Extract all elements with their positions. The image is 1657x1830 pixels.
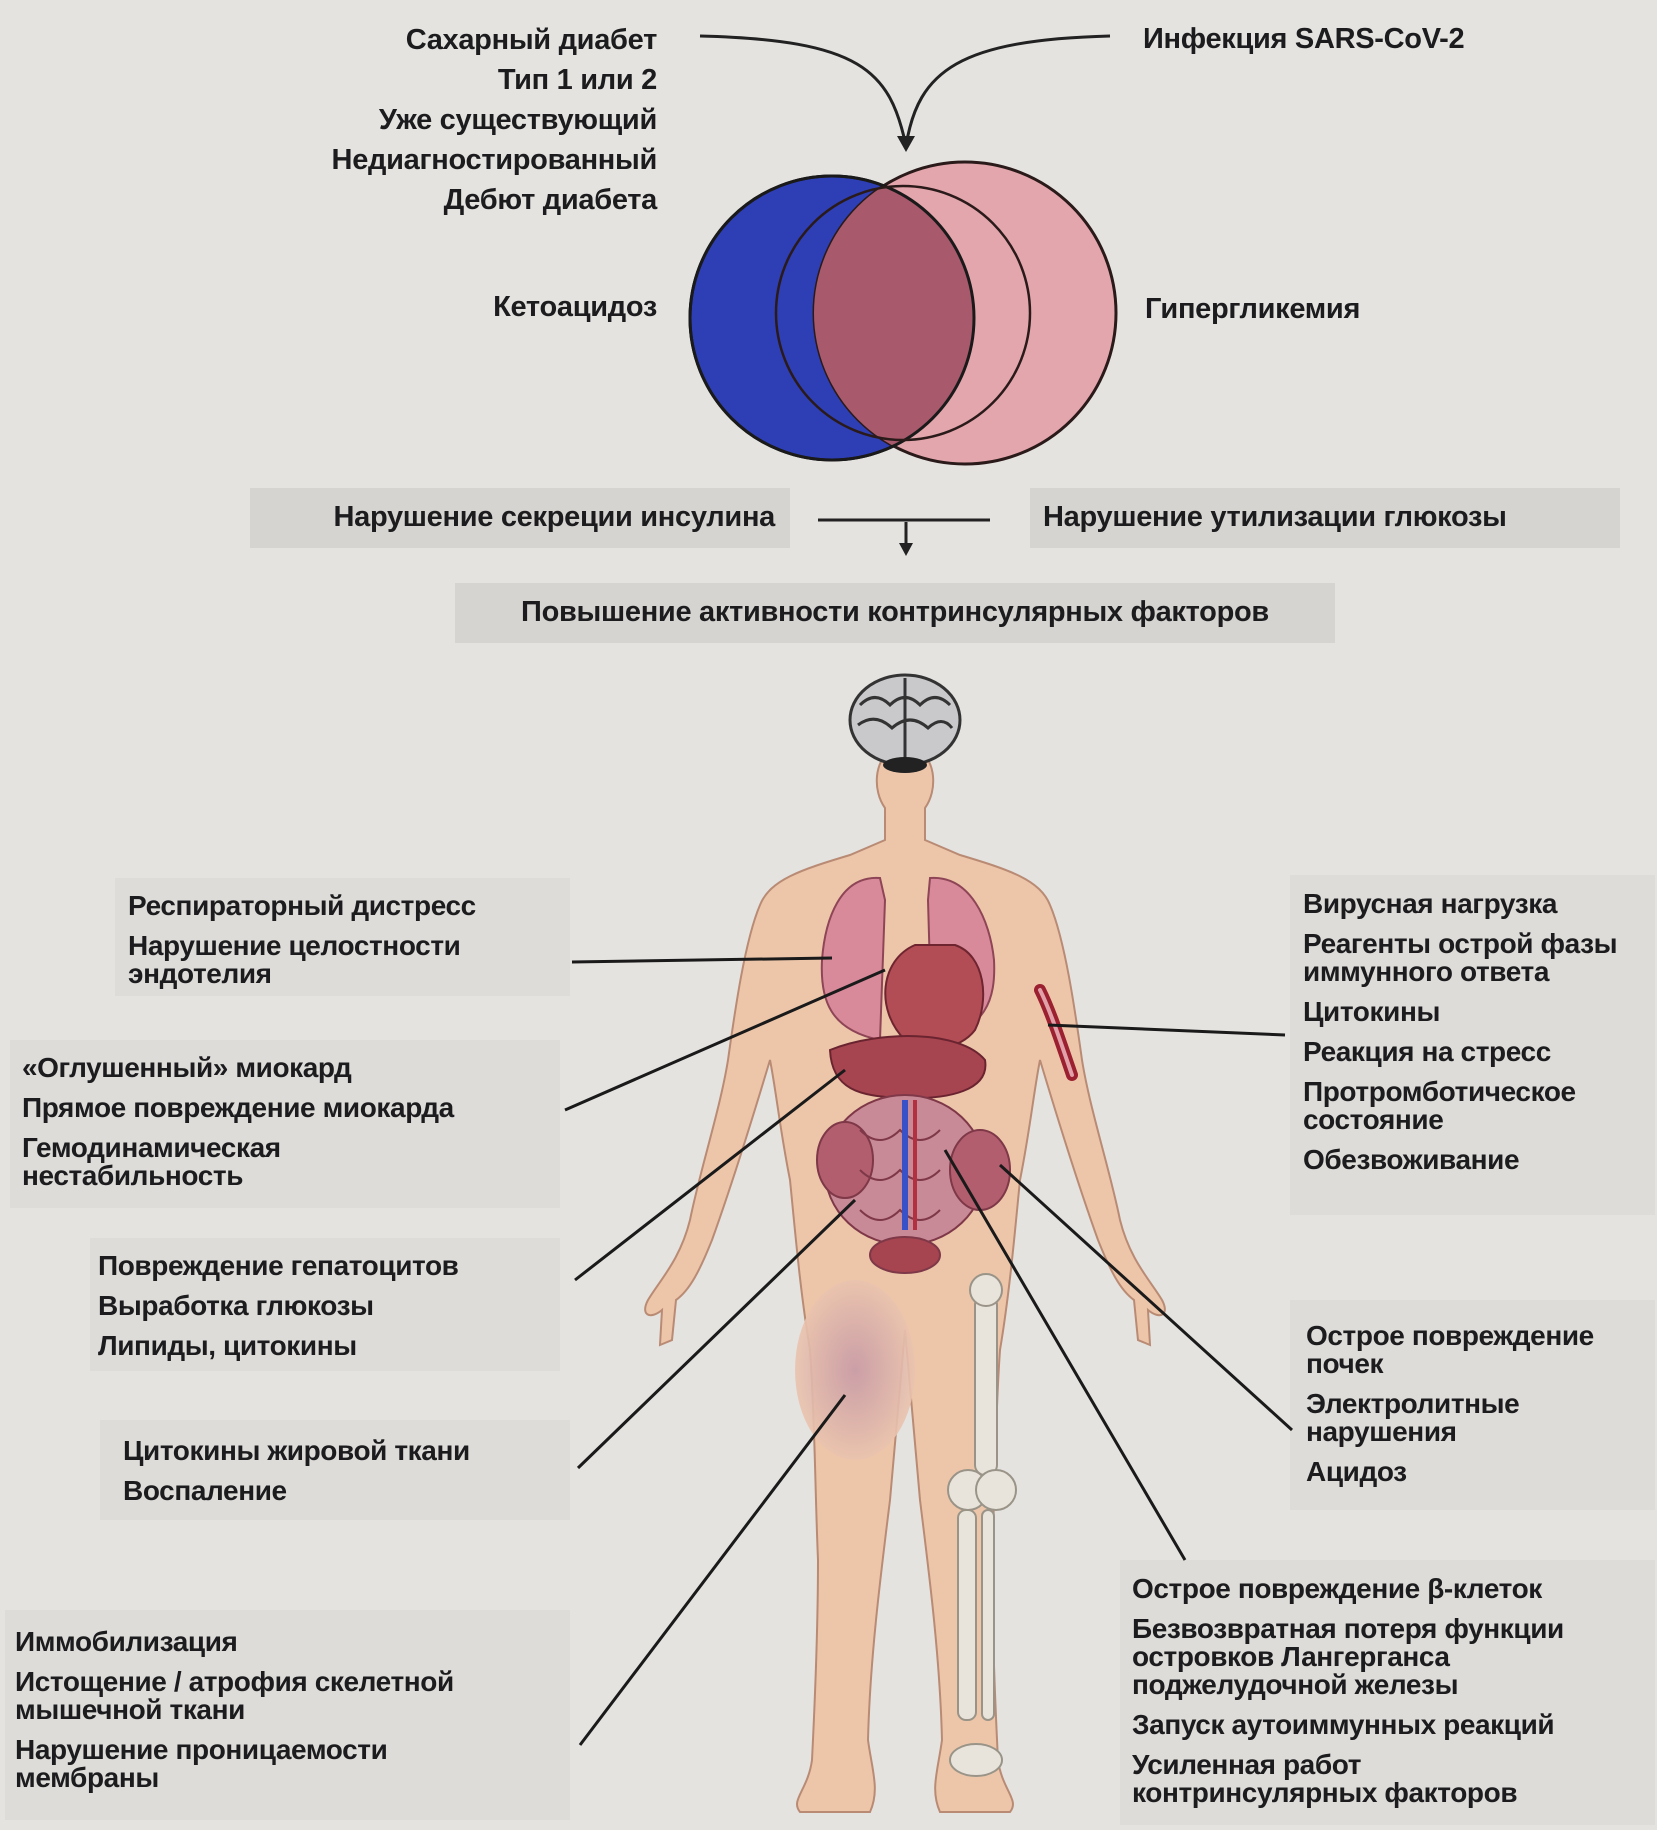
kidney-labels: Острое повреждение почек Электролитные н… xyxy=(1306,1322,1594,1498)
diabetes-label-block: Сахарный диабет Тип 1 или 2 Уже существу… xyxy=(332,20,657,220)
ketoacidosis-label: Кетоацидоз xyxy=(493,292,657,324)
kidney-label-3: Ацидоз xyxy=(1306,1458,1594,1486)
diabetes-onset: Дебют диабета xyxy=(332,180,657,220)
leader-kidney xyxy=(1000,1165,1292,1430)
glucose-utilization-label: Нарушение утилизации глюкозы xyxy=(1043,502,1507,534)
insulin-secretion-label: Нарушение секреции инсулина xyxy=(333,502,775,534)
down-arrowhead xyxy=(899,543,913,556)
liver-label-1: Повреждение гепатоцитов xyxy=(98,1252,458,1280)
blood-label-3: Цитокины xyxy=(1303,998,1617,1026)
liver-label-2: Выработка глюкозы xyxy=(98,1292,458,1320)
lungs-label-2: Нарушение целостности эндотелия xyxy=(128,932,476,988)
liver-label-3: Липиды, цитокины xyxy=(98,1332,458,1360)
pancreas-label-4: Усиленная работ контринсулярных факторов xyxy=(1132,1751,1564,1807)
diabetes-type: Тип 1 или 2 xyxy=(332,60,657,100)
adipose-labels: Цитокины жировой ткани Воспаление xyxy=(123,1437,470,1517)
muscle-label-1: Иммобилизация xyxy=(15,1628,454,1656)
hyperglycemia-label: Гипергликемия xyxy=(1145,294,1360,326)
heart-labels: «Оглушенный» миокард Прямое повреждение … xyxy=(22,1054,454,1202)
kidney-label-1: Острое повреждение почек xyxy=(1306,1322,1594,1378)
leader-muscle xyxy=(580,1395,845,1745)
pancreas-label-1: Острое повреждение β-клеток xyxy=(1132,1575,1564,1603)
muscle-label-2: Истощение / атрофия скелетной мышечной т… xyxy=(15,1668,454,1724)
diabetes-existing: Уже существующий xyxy=(332,100,657,140)
lungs-label-1: Респираторный дистресс xyxy=(128,892,476,920)
liver-icon xyxy=(830,1036,985,1098)
pancreas-label-2: Безвозвратная потеря функции островков Л… xyxy=(1132,1615,1564,1699)
muscle-labels: Иммобилизация Истощение / атрофия скелет… xyxy=(15,1628,454,1804)
kidney-label-2: Электролитные нарушения xyxy=(1306,1390,1594,1446)
blood-label-1: Вирусная нагрузка xyxy=(1303,890,1617,918)
heart-label-1: «Оглушенный» миокард xyxy=(22,1054,454,1082)
heart-icon xyxy=(885,945,983,1049)
arrow-from-diabetes xyxy=(700,36,906,146)
heart-label-2: Прямое повреждение миокарда xyxy=(22,1094,454,1122)
blood-labels: Вирусная нагрузка Реагенты острой фазы и… xyxy=(1303,890,1617,1186)
blood-label-4: Реакция на стресс xyxy=(1303,1038,1617,1066)
infection-label: Инфекция SARS-CoV-2 xyxy=(1143,24,1464,56)
pancreas-label-3: Запуск аутоиммунных реакций xyxy=(1132,1711,1564,1739)
diabetes-title: Сахарный диабет xyxy=(332,20,657,60)
liver-labels: Повреждение гепатоцитов Выработка глюкоз… xyxy=(98,1252,458,1372)
arrow-from-infection xyxy=(906,36,1110,146)
blood-label-5: Протромботическое состояние xyxy=(1303,1078,1617,1134)
lungs-labels: Респираторный дистресс Нарушение целостн… xyxy=(128,892,476,1000)
adipose-label-2: Воспаление xyxy=(123,1477,470,1505)
blood-label-6: Обезвоживание xyxy=(1303,1146,1617,1174)
muscle-label-3: Нарушение проницаемости мембраны xyxy=(15,1736,454,1792)
brain-icon xyxy=(850,675,960,773)
diabetes-undiagnosed: Недиагностированный xyxy=(332,140,657,180)
arrowhead-top xyxy=(897,136,915,152)
leader-blood xyxy=(1048,1025,1285,1035)
counter-insulin-label: Повышение активности контринсулярных фак… xyxy=(455,597,1335,629)
pancreas-labels: Острое повреждение β-клеток Безвозвратна… xyxy=(1132,1575,1564,1819)
heart-label-3: Гемодинамическая нестабильность xyxy=(22,1134,454,1190)
blood-label-2: Реагенты острой фазы иммунного ответа xyxy=(1303,930,1617,986)
adipose-label-1: Цитокины жировой ткани xyxy=(123,1437,470,1465)
